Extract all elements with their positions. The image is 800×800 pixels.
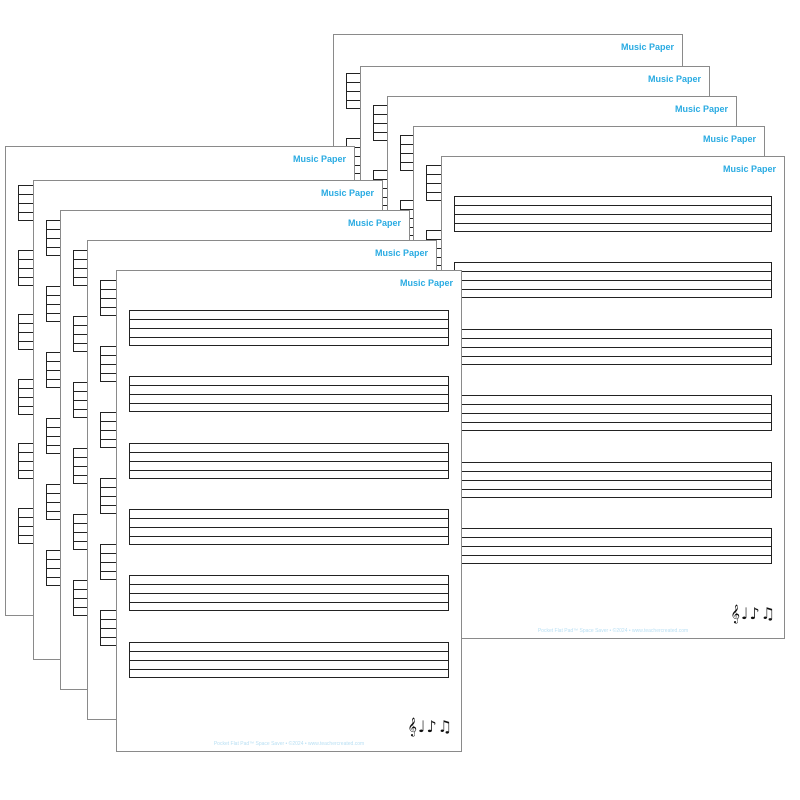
staff-line <box>130 337 448 338</box>
music-notes-icon: 𝄞♩♪♫ <box>730 604 776 623</box>
music-notes-icon: 𝄞♩♪♫ <box>407 717 453 736</box>
staff-line <box>455 223 771 224</box>
staff-line <box>130 403 448 404</box>
staff-line <box>130 593 448 594</box>
music-staff <box>129 509 449 545</box>
sheet-title: Music Paper <box>702 134 756 144</box>
staff-line <box>455 338 771 339</box>
music-staff <box>454 196 772 232</box>
staff-line <box>455 489 771 490</box>
sheet-title: Music Paper <box>674 104 728 114</box>
staff-line <box>455 471 771 472</box>
sheet-title: Music Paper <box>399 278 453 288</box>
music-staff <box>129 642 449 678</box>
staff-line <box>130 518 448 519</box>
staff-line <box>455 413 771 414</box>
staff-line <box>130 602 448 603</box>
music-staff <box>454 262 772 298</box>
staff-line <box>455 289 771 290</box>
staff-line <box>455 280 771 281</box>
music-staff <box>454 462 772 498</box>
staff-line <box>130 394 448 395</box>
sheet-footer: Pocket Flat Pad™ Space Saver • ©2024 • w… <box>213 741 365 747</box>
sheet-title: Music Paper <box>347 218 401 228</box>
staff-line <box>130 470 448 471</box>
staff-line <box>455 404 771 405</box>
staff-line <box>130 584 448 585</box>
staff-line <box>130 660 448 661</box>
music-staff <box>454 528 772 564</box>
staff-line <box>130 536 448 537</box>
staff-line <box>455 537 771 538</box>
sheet-title: Music Paper <box>722 164 776 174</box>
staff-line <box>455 271 771 272</box>
sheet-title: Music Paper <box>374 248 428 258</box>
staff-line <box>130 328 448 329</box>
staff-line <box>455 214 771 215</box>
staff-line <box>130 319 448 320</box>
staff-line <box>455 422 771 423</box>
staff-line <box>455 356 771 357</box>
staff-line <box>130 461 448 462</box>
staff-line <box>130 452 448 453</box>
staff-line <box>130 669 448 670</box>
music-staff <box>129 310 449 346</box>
music-staff <box>454 329 772 365</box>
staff-line <box>130 385 448 386</box>
right-stack-sheet: Music Paper 𝄞♩♪♫ Pocket Flat Pad™ Space Sa… <box>441 156 785 639</box>
sheet-title: Music Paper <box>620 42 674 52</box>
music-staff <box>129 376 449 412</box>
left-stack-sheet: Music Paper 𝄞♩♪♫ Pocket Flat Pad™ Space Sa… <box>116 270 462 752</box>
staff-line <box>455 546 771 547</box>
staff-line <box>455 480 771 481</box>
staff-line <box>130 527 448 528</box>
staff-line <box>455 555 771 556</box>
staff-line <box>455 347 771 348</box>
sheet-footer: Pocket Flat Pad™ Space Saver • ©2024 • w… <box>537 628 689 634</box>
sheet-title: Music Paper <box>647 74 701 84</box>
sheet-title: Music Paper <box>292 154 346 164</box>
music-staff <box>129 575 449 611</box>
staff-line <box>130 651 448 652</box>
music-staff <box>454 395 772 431</box>
staff-line <box>455 205 771 206</box>
sheet-title: Music Paper <box>320 188 374 198</box>
music-staff <box>129 443 449 479</box>
